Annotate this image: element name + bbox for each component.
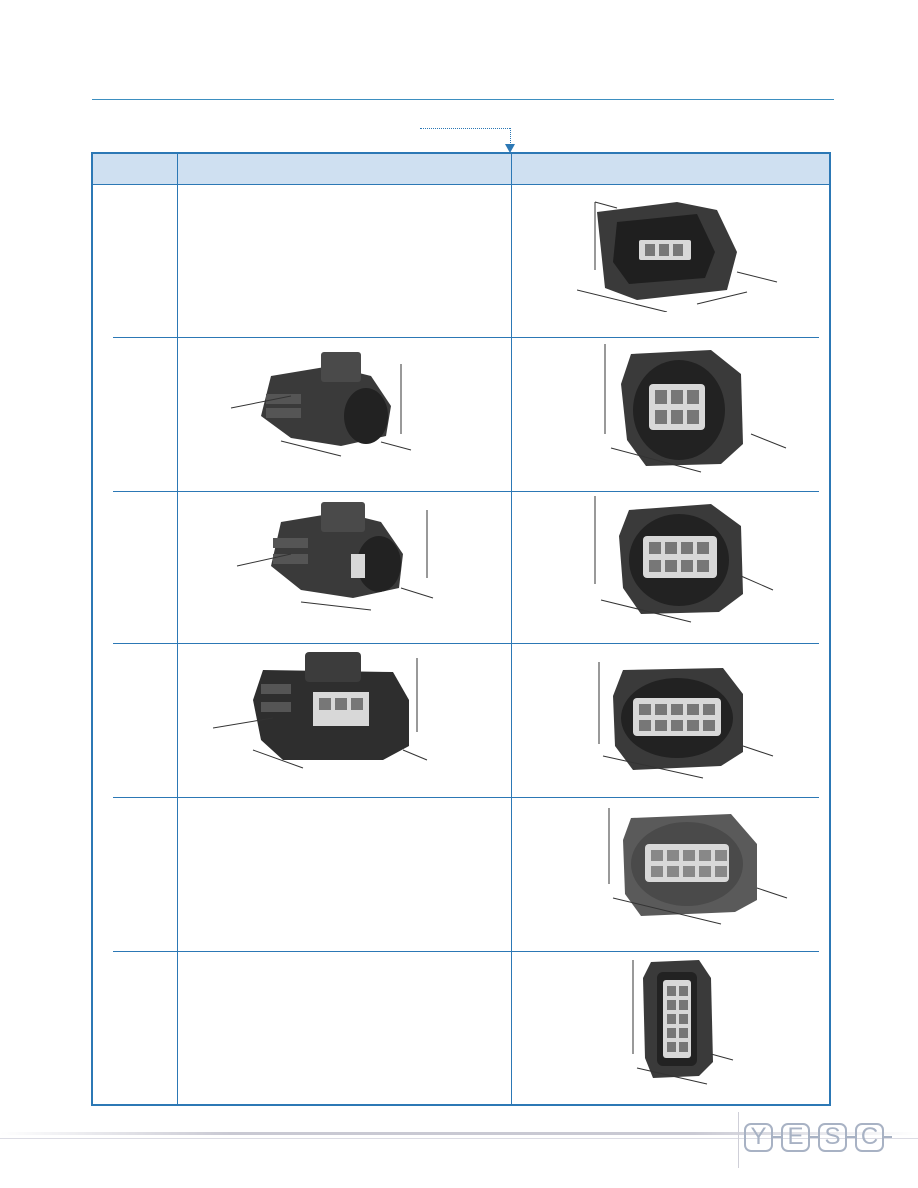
female-connector-image: [593, 660, 793, 780]
header-rule: [92, 99, 834, 100]
leader-line: [420, 128, 510, 129]
row-divider: [113, 951, 819, 952]
column-header-1: [93, 154, 177, 184]
female-connector-image: [627, 958, 747, 1088]
table-header: [93, 154, 829, 185]
male-connector-image: [213, 650, 433, 776]
column-header-3: [512, 154, 829, 184]
column-header-2: [178, 154, 511, 184]
row-divider: [113, 491, 819, 492]
female-connector-image: [591, 344, 791, 476]
column-divider: [511, 154, 512, 1104]
leader-line-vertical: [510, 128, 511, 145]
footer-rule: [0, 1138, 918, 1139]
female-connector-image: [577, 192, 787, 312]
logo-dash: [773, 1136, 781, 1138]
logo-letter: S: [818, 1122, 847, 1152]
column-divider: [177, 154, 178, 1104]
yesc-logo: Y E S C: [744, 1120, 892, 1154]
row-divider: [113, 337, 819, 338]
row-divider: [113, 797, 819, 798]
logo-letter: E: [781, 1122, 810, 1152]
logo-dash: [810, 1136, 818, 1138]
male-connector-image: [221, 346, 421, 464]
arrow-down-icon: [505, 144, 515, 153]
logo-dash: [884, 1136, 892, 1138]
logo-letter: C: [855, 1122, 884, 1152]
male-connector-image: [231, 498, 441, 616]
row-divider: [113, 643, 819, 644]
female-connector-image: [591, 496, 791, 626]
connector-table: [91, 152, 831, 1106]
footer-rule: [0, 1132, 918, 1135]
logo-dash: [847, 1136, 855, 1138]
logo-letter: Y: [744, 1122, 773, 1152]
footer-divider: [738, 1112, 739, 1168]
female-connector-image: [601, 804, 801, 928]
